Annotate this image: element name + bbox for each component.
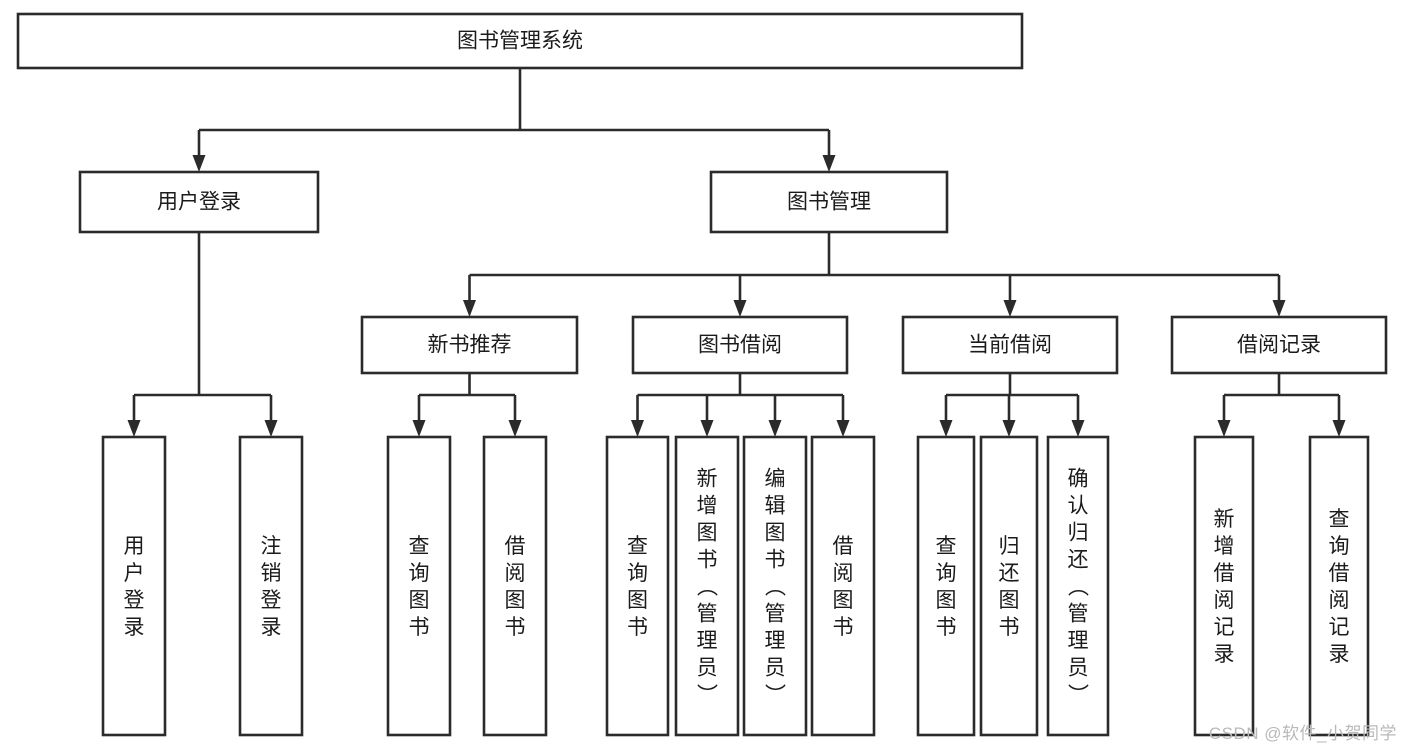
node-label: 查询图书: [627, 535, 648, 639]
node-label: 查询图书: [409, 535, 430, 639]
arrow-head-icon: [700, 420, 714, 437]
node-leaf-query-book-1[interactable]: 查询图书: [386, 435, 452, 737]
connector-layer: [127, 68, 1346, 437]
arrow-head-icon: [1272, 300, 1286, 317]
node-box: [1170, 315, 1388, 375]
node-label: 新增图书（管理员）: [697, 468, 719, 707]
node-label: 借阅图书: [833, 535, 854, 639]
node-label: 确认归还（管理员）: [1068, 468, 1090, 707]
edge-group-user_login: [127, 232, 278, 437]
node-box: [78, 170, 320, 234]
arrow-head-icon: [264, 420, 278, 437]
node-box: [605, 435, 670, 737]
node-label: 查询借阅记录: [1329, 508, 1350, 666]
node-leaf-borrow-book-1[interactable]: 借阅图书: [482, 435, 548, 737]
node-leaf-logout[interactable]: 注销登录: [238, 435, 304, 737]
edge-group-book_borrow: [631, 373, 850, 437]
node-box: [238, 435, 304, 737]
node-box: [386, 435, 452, 737]
node-borrow-record[interactable]: 借阅记录: [1170, 315, 1388, 375]
node-box: [482, 435, 548, 737]
edge-group-borrow_record: [1217, 373, 1346, 437]
node-box: [901, 315, 1119, 375]
node-label: 用户登录: [124, 535, 145, 639]
node-new-book-rec[interactable]: 新书推荐: [360, 315, 579, 375]
node-label: 归还图书: [999, 535, 1020, 639]
arrow-head-icon: [631, 420, 644, 437]
edge-group-current_borrow: [939, 373, 1085, 437]
watermark-text: CSDN @软件_小贺同学: [1208, 724, 1397, 743]
node-leaf-add-book[interactable]: 新增图书（管理员）: [674, 435, 740, 737]
node-user-login[interactable]: 用户登录: [78, 170, 320, 234]
arrow-head-icon: [822, 155, 836, 172]
arrow-head-icon: [1217, 420, 1231, 437]
node-label: 新增借阅记录: [1214, 508, 1235, 666]
node-box: [631, 315, 849, 375]
arrow-head-icon: [508, 420, 522, 437]
node-label: 编辑图书（管理员）: [765, 468, 787, 707]
node-label: 新书推荐: [428, 334, 512, 357]
arrow-head-icon: [192, 155, 206, 172]
node-box: [709, 170, 949, 234]
edge-group-book_manage: [463, 232, 1286, 317]
node-root[interactable]: 图书管理系统: [16, 12, 1024, 70]
node-label: 图书借阅: [698, 334, 782, 357]
node-box: [1193, 435, 1255, 737]
arrow-head-icon: [463, 300, 476, 317]
node-leaf-return-book[interactable]: 归还图书: [979, 435, 1039, 737]
edge-group-new_book_rec: [412, 373, 522, 437]
arrow-head-icon: [1002, 420, 1016, 437]
node-box: [674, 435, 740, 737]
arrow-head-icon: [939, 420, 953, 437]
edge-group-root: [192, 68, 836, 172]
node-box: [101, 435, 167, 737]
node-book-borrow[interactable]: 图书借阅: [631, 315, 849, 375]
node-label: 注销登录: [261, 535, 282, 639]
node-leaf-user-login[interactable]: 用户登录: [101, 435, 167, 737]
node-book-manage[interactable]: 图书管理: [709, 170, 949, 234]
node-box: [810, 435, 876, 737]
arrow-head-icon: [836, 420, 850, 437]
node-box: [16, 12, 1024, 70]
node-box: [360, 315, 579, 375]
node-layer: 图书管理系统用户登录图书管理新书推荐图书借阅当前借阅借阅记录用户登录注销登录查询…: [16, 12, 1388, 737]
node-leaf-query-book-2[interactable]: 查询图书: [605, 435, 670, 737]
node-leaf-add-record[interactable]: 新增借阅记录: [1193, 435, 1255, 737]
arrow-head-icon: [127, 420, 141, 437]
node-leaf-borrow-book-2[interactable]: 借阅图书: [810, 435, 876, 737]
node-box: [979, 435, 1039, 737]
arrow-head-icon: [1332, 420, 1346, 437]
node-leaf-query-book-3[interactable]: 查询图书: [916, 435, 976, 737]
node-leaf-confirm-return[interactable]: 确认归还（管理员）: [1046, 435, 1110, 737]
arrow-head-icon: [412, 420, 426, 437]
node-box: [1308, 435, 1370, 737]
node-current-borrow[interactable]: 当前借阅: [901, 315, 1119, 375]
node-leaf-query-record[interactable]: 查询借阅记录: [1308, 435, 1370, 737]
arrow-head-icon: [1071, 420, 1085, 437]
node-box: [1046, 435, 1110, 737]
node-leaf-edit-book[interactable]: 编辑图书（管理员）: [742, 435, 808, 737]
node-label: 当前借阅: [968, 334, 1052, 357]
arrow-head-icon: [768, 420, 782, 437]
arrow-head-icon: [733, 300, 747, 317]
node-label: 查询图书: [936, 535, 957, 639]
node-label: 图书管理: [787, 191, 871, 214]
node-box: [916, 435, 976, 737]
arrow-head-icon: [1003, 300, 1017, 317]
node-box: [742, 435, 808, 737]
node-label: 借阅图书: [505, 535, 526, 639]
node-label: 用户登录: [157, 191, 241, 214]
node-label: 图书管理系统: [457, 30, 583, 53]
node-label: 借阅记录: [1237, 334, 1321, 357]
